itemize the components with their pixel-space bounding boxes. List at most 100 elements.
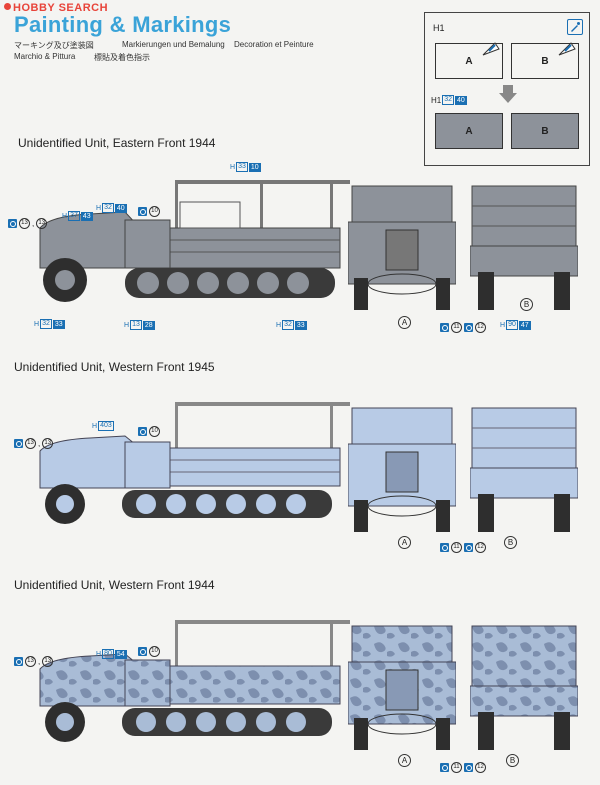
rear-view-2 [470, 407, 578, 532]
tag-code: 40 [114, 203, 127, 213]
callout-a-3: A [398, 754, 411, 767]
tag-code: 32 [40, 319, 52, 329]
brush-icon [567, 19, 583, 35]
tag-code: 90 [506, 320, 518, 330]
section-heading-2: Unidentified Unit, Western Front 1945 [14, 360, 215, 374]
tag-code: 43 [80, 211, 93, 221]
decal-corner-icon [558, 42, 576, 56]
tag-code: 37 [68, 211, 80, 221]
decal-number: 10 [149, 426, 160, 437]
tag-h: H [230, 163, 236, 171]
decal-number: 10 [149, 646, 160, 657]
tag-h: H [96, 650, 102, 658]
decal-icon [14, 657, 23, 666]
tag-code: 33 [52, 319, 65, 329]
rear-view-1 [470, 185, 578, 310]
tag-h: H [62, 212, 68, 220]
section-heading-1: Unidentified Unit, Eastern Front 1944 [18, 136, 216, 150]
inset-bottom-h: H1 [431, 95, 442, 105]
tag-code: 32 [282, 320, 294, 330]
decal-number: 11 [451, 542, 462, 553]
decal-icon [440, 543, 449, 552]
front-view-1 [348, 185, 456, 310]
tag-h: H [124, 321, 130, 329]
decal-number: 13 [36, 218, 48, 229]
decal-number: 11 [451, 762, 462, 773]
subtitle-fr: Decoration et Peinture [234, 40, 314, 49]
decal-icon [440, 763, 449, 772]
tag-code: 13 [130, 320, 142, 330]
front-view-3 [348, 625, 456, 750]
decal-left-1: 13,13 [8, 218, 48, 229]
tag-code: 54 [114, 649, 127, 659]
decal-icon [138, 207, 147, 216]
decal-icon [8, 219, 17, 228]
decal-number: 13 [42, 656, 54, 667]
panel-a-bottom: A [435, 113, 503, 149]
decal-corner-icon [482, 42, 500, 56]
tag-code: 33 [294, 320, 307, 330]
decal-door-3: 10 [138, 646, 160, 657]
decal-number: 13 [25, 656, 36, 667]
inset-label-top: H1 [433, 23, 445, 33]
panel-b-bottom: B [511, 113, 579, 149]
panel-b-label: B [541, 55, 549, 67]
section-heading-3: Unidentified Unit, Western Front 1944 [14, 578, 215, 592]
callout-a-2: A [398, 536, 411, 549]
decal-number: 11 [451, 322, 462, 333]
tag-code: 28 [142, 320, 155, 330]
panel-b-label: B [541, 125, 549, 137]
watermark: HOBBY SEARCH [4, 2, 108, 14]
decal-number: 13 [42, 438, 54, 449]
tag-code: 32 [102, 203, 114, 213]
decal-number: 12 [475, 322, 486, 333]
side-view-3 [39, 620, 350, 742]
panel-inset: H1 A B H1 32 40 A B [424, 12, 590, 166]
tag-h: H [92, 422, 98, 430]
front-view-2 [348, 407, 456, 532]
subtitle-cn: 標貼及着色指示 [94, 53, 150, 62]
tag-code: 47 [518, 320, 531, 330]
subtitle-de: Markierungen und Bemalung [122, 40, 225, 49]
decal-icon [138, 647, 147, 656]
decal-left-3: 13,13 [14, 656, 54, 667]
decal-number: 12 [475, 762, 486, 773]
tag-h: H [96, 204, 102, 212]
rear-view-3 [470, 625, 578, 750]
decal-icon [464, 543, 473, 552]
decal-icon [14, 439, 23, 448]
arrow-down-icon [499, 85, 517, 103]
tag-code: 403 [98, 421, 114, 431]
decal-icon [138, 427, 147, 436]
page-title: Painting & Markings [14, 12, 232, 37]
decal-bottom-1: 11 12 [440, 322, 486, 333]
subtitle-it: Marchio & Pittura [14, 52, 76, 61]
tag-h: H [500, 321, 506, 329]
tag-code: 33 [236, 162, 248, 172]
decal-bottom-2: 11 12 [440, 542, 486, 553]
inset-label-bottom: H1 32 40 [431, 95, 467, 105]
decal-number: 12 [475, 542, 486, 553]
decal-bottom-3: 11 12 [440, 762, 486, 773]
tag-h: H [276, 321, 282, 329]
callout-b-3: B [506, 754, 519, 767]
side-view-2 [39, 402, 350, 524]
decal-door-1: 10 [138, 206, 160, 217]
inset-code-a: 32 [442, 95, 455, 105]
callout-a-1: A [398, 316, 411, 329]
tag-h: H [34, 320, 40, 328]
decal-number: 13 [19, 218, 30, 229]
callout-b-2: B [504, 536, 517, 549]
tag-code: 10 [248, 162, 261, 172]
decal-left-2: 13,13 [14, 438, 54, 449]
side-view-1 [39, 180, 350, 302]
